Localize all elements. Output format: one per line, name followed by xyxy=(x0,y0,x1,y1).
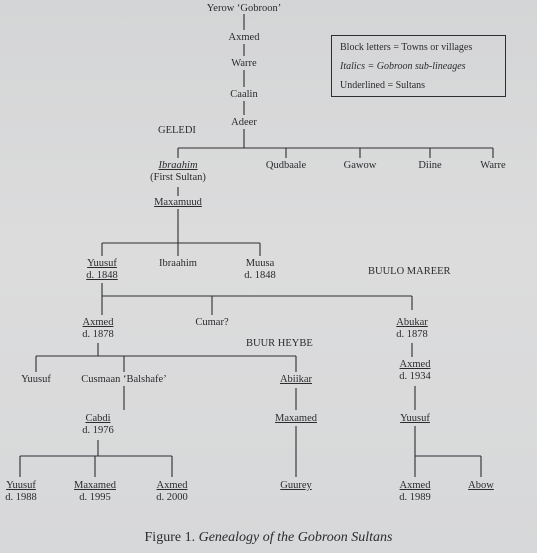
node-cusmaan: Cusmaan ‘Balshafe’ xyxy=(81,374,167,385)
node-yuusuf-1848: Yuusuf d. 1848 xyxy=(72,258,132,282)
node-abow-name: Abow xyxy=(468,480,494,491)
node-guurey-name: Guurey xyxy=(280,480,312,491)
node-qudbaale: Qudbaale xyxy=(265,160,307,171)
node-yuusuf-1988-date: d. 1988 xyxy=(5,492,37,503)
node-ibraahim-2: Ibraahim xyxy=(159,258,197,269)
node-abukar: Abukar d. 1878 xyxy=(382,317,442,341)
node-muusa-name: Muusa xyxy=(245,258,275,269)
node-cabdi: Cabdi d. 1976 xyxy=(68,413,128,437)
node-axmed-1878-date: d. 1878 xyxy=(82,329,114,340)
node-axmed-1878: Axmed d. 1878 xyxy=(68,317,128,341)
node-gawow: Gawow xyxy=(343,160,377,171)
node-maxamed-1995-date: d. 1995 xyxy=(79,492,111,503)
node-ibraahim-first-name: Ibraahim xyxy=(158,160,198,171)
figure-caption: Figure 1. Genealogy of the Gobroon Sulta… xyxy=(0,530,537,546)
node-muusa: Muusa d. 1848 xyxy=(230,258,290,282)
node-diine: Diine xyxy=(418,160,442,171)
node-cabdi-name: Cabdi xyxy=(85,413,111,424)
node-axmed-2000-name: Axmed xyxy=(156,480,188,491)
place-buulo-mareer: BUULO MAREER xyxy=(368,266,451,277)
node-yuusuf-right-name: Yuusuf xyxy=(400,413,430,424)
legend-italics-text: Italics = Gobroon sub-lineages xyxy=(340,61,466,72)
node-caalin: Caalin xyxy=(230,89,258,100)
figure-caption-label: Figure 1. xyxy=(144,530,196,545)
node-axmed-2000-date: d. 2000 xyxy=(156,492,188,503)
node-yuusuf-1848-name: Yuusuf xyxy=(87,258,117,269)
node-abiikar-name: Abiikar xyxy=(279,374,313,385)
node-yuusuf-1848-date: d. 1848 xyxy=(86,270,118,281)
node-maxamed-mid: Maxamed xyxy=(261,413,331,425)
node-ibraahim-first-note: (First Sultan) xyxy=(150,172,206,183)
node-adeer: Adeer xyxy=(231,117,257,128)
node-ibraahim-first-sultan: Ibraahim (First Sultan) xyxy=(138,160,218,184)
node-axmed-1989-name: Axmed xyxy=(399,480,431,491)
node-warre-top: Warre xyxy=(231,58,257,69)
node-maxamuud-name: Maxamuud xyxy=(154,197,202,208)
node-abukar-name: Abukar xyxy=(396,317,428,328)
node-warre-sub: Warre xyxy=(480,160,506,171)
legend-box: Block letters = Towns or villages Italic… xyxy=(331,35,506,97)
node-axmed-top: Axmed xyxy=(228,32,260,43)
node-axmed-1989-date: d. 1989 xyxy=(399,492,431,503)
legend-underlined: Underlined = Sultans xyxy=(340,80,426,91)
node-maxamed-1995-name: Maxamed xyxy=(74,480,116,491)
node-guurey: Guurey xyxy=(266,480,326,492)
node-maxamed-mid-name: Maxamed xyxy=(275,413,317,424)
node-axmed-1878-name: Axmed xyxy=(82,317,114,328)
legend-italics: Italics = Gobroon sub-lineages xyxy=(340,57,505,76)
node-cumar: Cumar? xyxy=(195,317,229,328)
node-maxamed-1995: Maxamed d. 1995 xyxy=(60,480,130,504)
node-yerow: Yerow ‘Gobroon’ xyxy=(206,3,282,14)
node-maxamuud: Maxamuud xyxy=(138,197,218,209)
place-geledi: GELEDI xyxy=(158,125,196,136)
node-axmed-1934-name: Axmed xyxy=(399,359,431,370)
node-axmed-1934: Axmed d. 1934 xyxy=(385,359,445,383)
node-axmed-1934-date: d. 1934 xyxy=(399,371,431,382)
node-abow: Abow xyxy=(456,480,506,492)
node-axmed-2000: Axmed d. 2000 xyxy=(142,480,202,504)
legend-block-letters: Block letters = Towns or villages xyxy=(340,42,473,53)
node-abukar-date: d. 1878 xyxy=(396,329,428,340)
node-abiikar: Abiikar xyxy=(266,374,326,386)
figure-caption-title: Genealogy of the Gobroon Sultans xyxy=(198,530,393,545)
node-yuusuf-left: Yuusuf xyxy=(21,374,51,385)
node-yuusuf-1988: Yuusuf d. 1988 xyxy=(0,480,42,504)
node-yuusuf-1988-name: Yuusuf xyxy=(6,480,36,491)
place-buur-heybe: BUUR HEYBE xyxy=(246,338,313,349)
node-cabdi-date: d. 1976 xyxy=(82,425,114,436)
node-yuusuf-right: Yuusuf xyxy=(385,413,445,425)
node-muusa-date: d. 1848 xyxy=(244,270,276,281)
node-axmed-1989: Axmed d. 1989 xyxy=(385,480,445,504)
